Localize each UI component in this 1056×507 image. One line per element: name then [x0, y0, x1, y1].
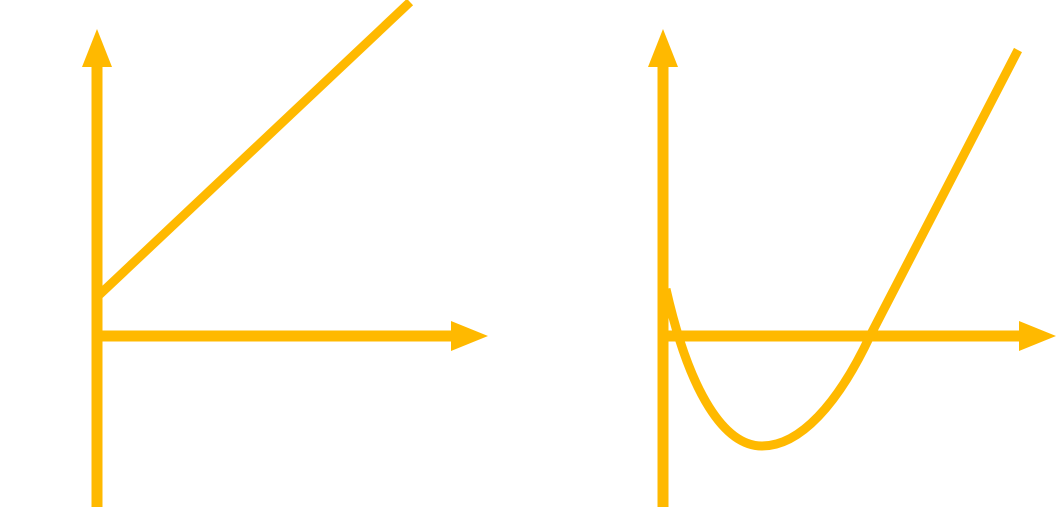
- quadratic-graph-panel: [648, 29, 1056, 507]
- y-axis-arrowhead: [82, 29, 112, 67]
- y-axis-arrowhead: [648, 29, 678, 67]
- parabola-curve: [661, 47, 1022, 451]
- x-axis-arrowhead: [1019, 321, 1056, 351]
- linear-function-line: [93, 0, 414, 301]
- x-axis-arrowhead: [451, 321, 488, 351]
- linear-graph-panel: [82, 0, 488, 507]
